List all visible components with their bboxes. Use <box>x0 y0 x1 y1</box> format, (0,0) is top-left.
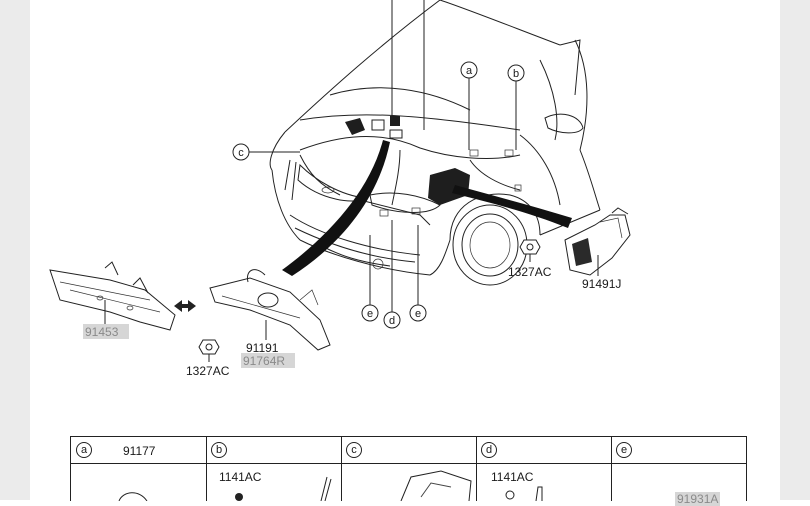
label-1327AC-right: 1327AC <box>508 265 552 279</box>
part-91491J-drawing <box>564 207 631 276</box>
table-letter-a: a <box>76 442 92 458</box>
callout-e-left: e <box>361 304 379 322</box>
direction-arrows <box>174 140 572 312</box>
label-91764R: 91764R <box>243 354 285 368</box>
wiring-harness <box>284 116 522 226</box>
callout-c: c <box>232 143 250 161</box>
callout-d: d <box>383 311 401 329</box>
left-margin <box>0 0 30 500</box>
column-divider <box>611 437 612 501</box>
car-body-drawing <box>269 0 601 286</box>
callout-e-right: e <box>409 304 427 322</box>
svg-text:e: e <box>367 308 373 320</box>
clip-91177-drawing <box>118 492 148 501</box>
part-91191-drawing <box>209 269 331 351</box>
table-letter-c: c <box>346 442 362 458</box>
nut-1327AC-left <box>198 339 220 355</box>
label-91453: 91453 <box>85 325 119 339</box>
label-1327AC-left: 1327AC <box>186 364 230 378</box>
table-letter-b: b <box>211 442 227 458</box>
label-91491J: 91491J <box>582 277 621 291</box>
parts-table-header <box>71 437 746 464</box>
table-letter-d: d <box>481 442 497 458</box>
column-divider <box>476 437 477 501</box>
column-divider <box>206 437 207 501</box>
svg-text:a: a <box>466 65 473 77</box>
svg-text:e: e <box>415 308 421 320</box>
right-margin <box>780 0 810 500</box>
svg-text:c: c <box>238 147 244 159</box>
table-letter-e: e <box>616 442 632 458</box>
svg-text:d: d <box>389 315 395 327</box>
svg-text:b: b <box>513 68 519 80</box>
bracket-c-drawing <box>400 470 472 501</box>
callout-b: b <box>507 64 525 82</box>
table-part-a: 91177 <box>123 444 156 458</box>
table-part-d: 1141AC <box>491 470 534 484</box>
table-part-b: 1141AC <box>219 470 262 484</box>
callout-a: a <box>460 61 478 79</box>
nut-1327AC-right <box>519 239 541 255</box>
part-91453-drawing <box>49 261 176 331</box>
label-91191: 91191 <box>246 341 279 355</box>
grommet-b-drawing <box>235 476 332 501</box>
parts-table: a 91177 b 1141AC c d 1141AC e 91931A <box>70 436 747 506</box>
highlight-91764R <box>241 353 295 368</box>
table-part-e: 91931A <box>675 492 721 506</box>
grommet-d-drawing <box>505 486 543 501</box>
column-divider <box>341 437 342 501</box>
highlight-91453 <box>83 324 129 339</box>
